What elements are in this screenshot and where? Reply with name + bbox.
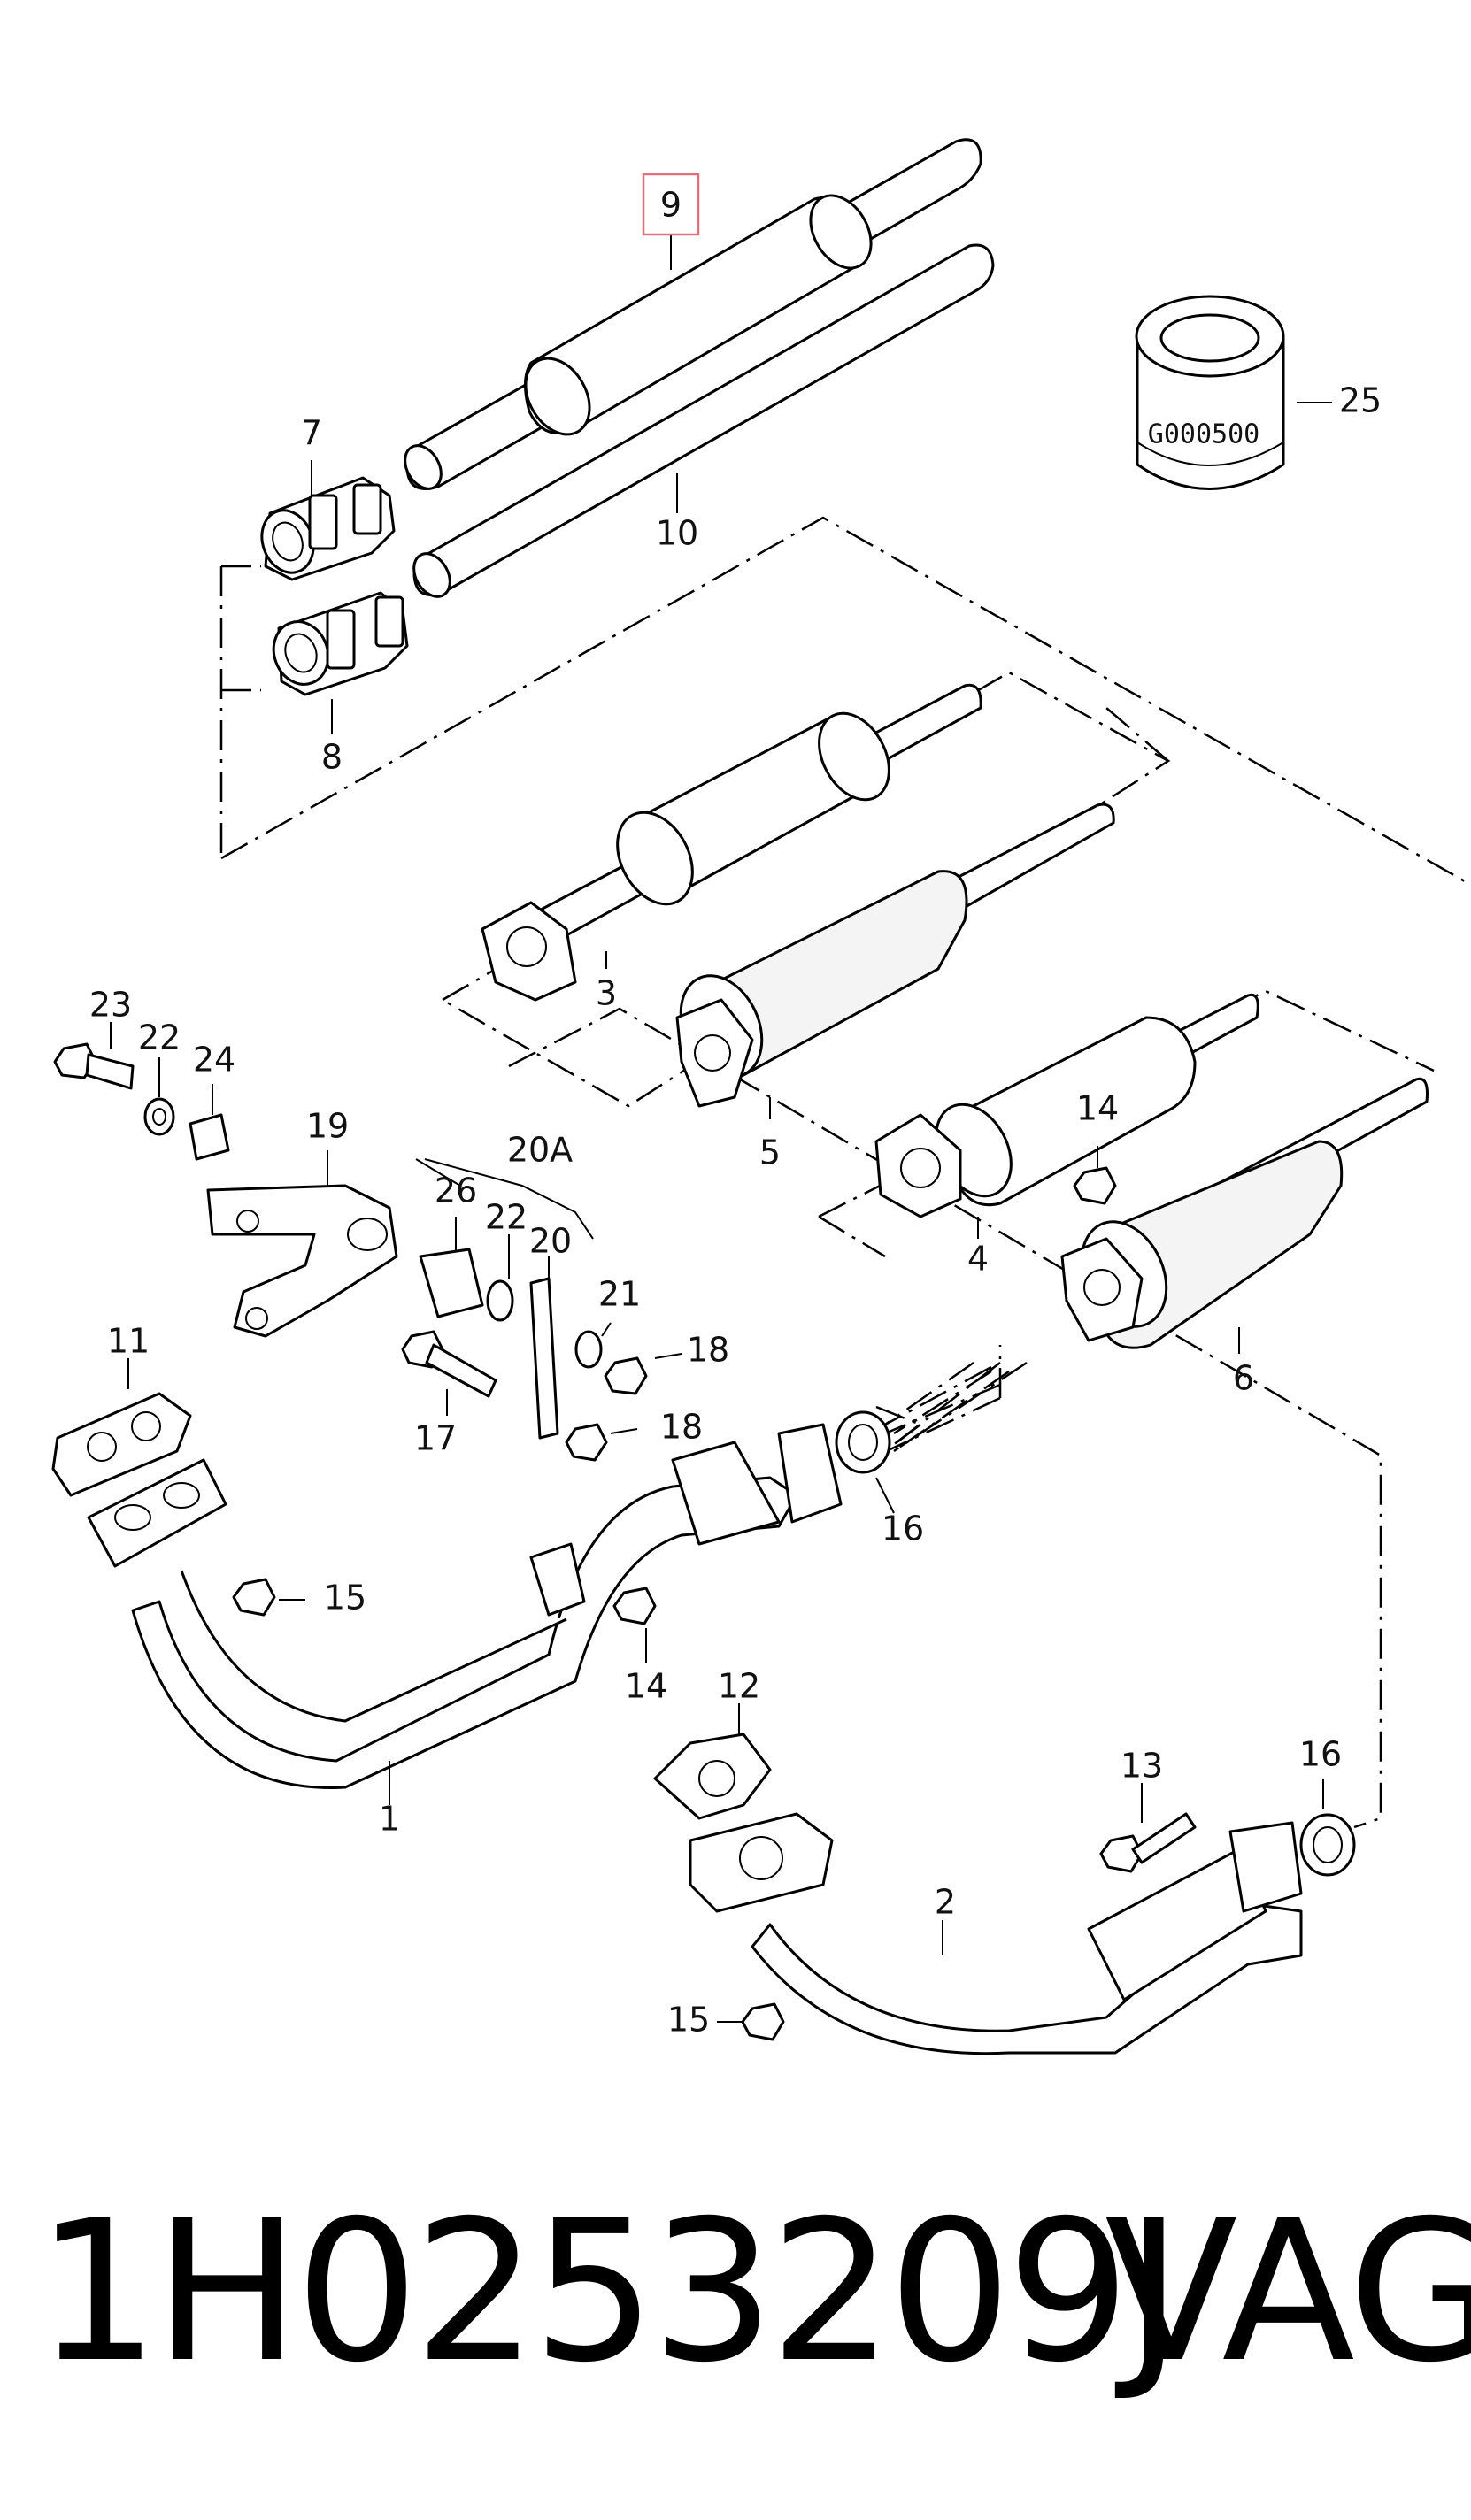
- callout-10: 10: [656, 514, 698, 553]
- callout-20: 20: [529, 1222, 572, 1261]
- callout-24: 24: [193, 1041, 235, 1079]
- part-14-nut-b: [612, 1587, 657, 1625]
- part-4-exhaust-section: [874, 993, 1259, 1218]
- part-22-washer: [143, 1097, 175, 1136]
- part-1-front-pipe: [87, 1423, 843, 1789]
- callout-12: 12: [718, 1667, 760, 1706]
- callout-15-left: 15: [324, 1579, 366, 1617]
- part-3-exhaust-section: [481, 683, 982, 1002]
- part-21-washer: [574, 1330, 603, 1369]
- part-2-front-pipe: [689, 1812, 1303, 2055]
- callout-1: 1: [379, 1800, 400, 1839]
- part-10-pipe: [412, 243, 995, 598]
- part-19-bracket: [206, 1184, 398, 1338]
- callout-16-center: 16: [882, 1510, 924, 1548]
- part-13-bolt-shaft: [1131, 1812, 1197, 1864]
- part-23-bolt-head: [53, 1042, 97, 1079]
- callout-labels: 9 10 7 8 25 3 5 4 6 14 23 22 24 19 20A 2…: [89, 186, 1382, 2040]
- part-18-nut-b: [565, 1423, 608, 1462]
- part-22-washer-b: [486, 1279, 514, 1322]
- part-6-catalytic-converter: [1060, 1077, 1429, 1349]
- callout-14-lower: 14: [625, 1667, 667, 1706]
- part-15-nut-a: [232, 1578, 276, 1617]
- part-23-bolt-shaft: [85, 1053, 135, 1090]
- part-16-ring-b: [1299, 1813, 1356, 1877]
- callout-15-lower: 15: [667, 2001, 710, 2040]
- callout-20A: 20A: [507, 1131, 573, 1170]
- part-13-bolt-head: [1099, 1834, 1144, 1873]
- callout-19: 19: [306, 1107, 349, 1146]
- part-number: 1H0253209J: [35, 2178, 1182, 2405]
- part-14-nut-a: [1073, 1166, 1117, 1205]
- part-12-gasket: [653, 1732, 772, 1820]
- callout-22-left: 22: [138, 1018, 181, 1057]
- part-7-clamp: [260, 476, 396, 581]
- callout-6: 6: [1233, 1359, 1254, 1398]
- callout-17: 17: [414, 1419, 457, 1458]
- callout-14-upper: 14: [1076, 1089, 1119, 1128]
- callout-25: 25: [1339, 381, 1382, 420]
- part-17-bolt-shaft: [425, 1343, 497, 1398]
- part-9-muffler-pipe: [404, 138, 982, 490]
- callout-22-center: 22: [485, 1198, 528, 1237]
- part-20-strap: [529, 1277, 559, 1440]
- part-15-nut-b: [741, 2002, 785, 2041]
- part-16-ring-a: [835, 1410, 891, 1474]
- callout-5: 5: [759, 1133, 781, 1172]
- callout-11: 11: [107, 1322, 150, 1361]
- callout-9: 9: [660, 186, 682, 225]
- callout-18-lower: 18: [660, 1408, 703, 1447]
- callout-23: 23: [89, 986, 132, 1025]
- callout-leaders: [110, 234, 1332, 2023]
- part-8-clamp: [272, 591, 409, 696]
- part-24-spacer: [189, 1113, 230, 1161]
- callout-8: 8: [321, 738, 343, 777]
- callout-7: 7: [301, 414, 322, 453]
- callout-18-upper: 18: [687, 1331, 729, 1370]
- callout-26: 26: [435, 1172, 477, 1210]
- part-11-gasket: [51, 1392, 192, 1497]
- callout-13: 13: [1121, 1747, 1163, 1786]
- part-18-nut-a: [604, 1356, 648, 1395]
- callout-16-right: 16: [1299, 1735, 1342, 1774]
- callout-2: 2: [935, 1883, 956, 1922]
- part-5-catalytic-converter: [675, 803, 1115, 1108]
- hardware-parts: [53, 1042, 1356, 2041]
- part-25-canister: [1135, 295, 1285, 490]
- canister-label: G000500: [1148, 419, 1259, 450]
- callout-3: 3: [596, 974, 617, 1013]
- callout-21: 21: [598, 1275, 641, 1314]
- part-26-bush: [419, 1248, 484, 1318]
- brand-name: VAG: [1105, 2178, 1471, 2405]
- callout-4: 4: [967, 1240, 989, 1279]
- highlight-box-9: [642, 173, 700, 236]
